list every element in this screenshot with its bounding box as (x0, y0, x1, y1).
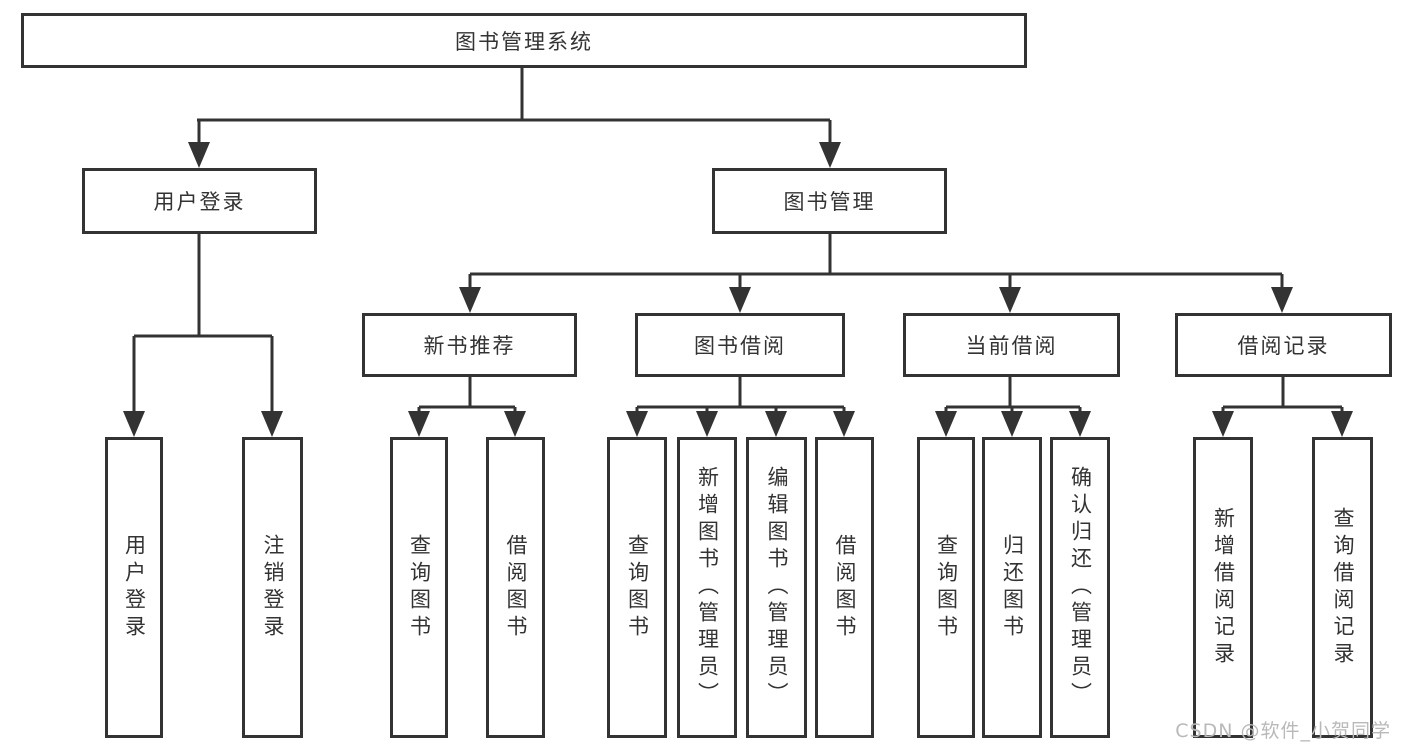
node-cb-confirm-return: 确认归还（管理员） (1050, 437, 1110, 738)
connector-user-login (132, 234, 274, 432)
arrowhead-icon (729, 287, 751, 313)
node-nb-borrow-book-label: 借阅图书 (504, 533, 528, 642)
node-bb-query-book: 查询图书 (607, 437, 667, 738)
arrowhead-icon (188, 142, 210, 168)
node-nb-borrow-book: 借阅图书 (486, 437, 545, 738)
node-book-borrow-label: 图书借阅 (694, 334, 786, 358)
watermark: CSDN @软件_小贺同学 (1175, 720, 1391, 742)
arrowhead-icon (819, 142, 841, 168)
connector-new-book-rec (417, 377, 517, 432)
node-root-label: 图书管理系统 (455, 29, 593, 54)
node-borrow-record-label: 借阅记录 (1237, 334, 1330, 358)
node-cb-query-book: 查询图书 (917, 437, 975, 738)
connector-book-borrow (635, 377, 846, 432)
arrowhead-icon (1271, 287, 1293, 313)
node-cb-confirm-return-label: 确认归还（管理员） (1068, 466, 1093, 709)
node-user-login-label: 用户登录 (153, 190, 246, 214)
node-br-query-record: 查询借阅记录 (1312, 437, 1373, 738)
arrowhead-icon (999, 287, 1021, 313)
arrowhead-icon (261, 411, 283, 437)
node-cb-return-book: 归还图书 (982, 437, 1042, 738)
node-new-book-rec-label: 新书推荐 (423, 334, 516, 358)
node-nb-query-book-label: 查询图书 (407, 533, 432, 642)
node-book-borrow: 图书借阅 (635, 313, 845, 377)
arrowhead-icon (833, 411, 855, 437)
node-bb-query-book-label: 查询图书 (625, 533, 650, 642)
arrowhead-icon (1212, 411, 1234, 437)
arrowhead-icon (696, 411, 718, 437)
arrowhead-icon (123, 411, 145, 437)
node-br-query-record-label: 查询借阅记录 (1331, 506, 1355, 669)
node-root: 图书管理系统 (21, 13, 1027, 68)
node-bb-borrow-book: 借阅图书 (815, 437, 874, 738)
node-login-label: 用户登录 (122, 533, 147, 642)
node-logout-label: 注销登录 (261, 533, 285, 642)
node-current-borrow: 当前借阅 (903, 313, 1120, 377)
node-bb-add-book: 新增图书（管理员） (677, 437, 737, 738)
node-book-mgmt: 图书管理 (712, 168, 947, 234)
arrowhead-icon (408, 411, 430, 437)
arrowhead-icon (1331, 411, 1353, 437)
node-bb-edit-book: 编辑图书（管理员） (746, 437, 807, 738)
node-book-mgmt-label: 图书管理 (783, 190, 876, 214)
node-bb-borrow-book-label: 借阅图书 (833, 533, 857, 642)
connector-borrow-record (1221, 377, 1344, 432)
arrowhead-icon (1069, 411, 1091, 437)
arrowhead-icon (459, 287, 481, 313)
arrowhead-icon (765, 411, 787, 437)
node-user-login: 用户登录 (82, 168, 317, 234)
node-br-add-record-label: 新增借阅记录 (1211, 506, 1236, 669)
arrowhead-icon (935, 411, 957, 437)
arrowhead-icon (504, 411, 526, 437)
arrowhead-icon (626, 411, 648, 437)
connector-root (197, 68, 832, 164)
arrowhead-icon (1001, 411, 1023, 437)
node-nb-query-book: 查询图书 (390, 437, 448, 738)
connector-book-mgmt (468, 234, 1284, 309)
node-bb-add-book-label: 新增图书（管理员） (695, 466, 720, 709)
node-current-borrow-label: 当前借阅 (965, 334, 1058, 358)
node-br-add-record: 新增借阅记录 (1193, 437, 1253, 738)
node-login: 用户登录 (105, 437, 163, 738)
node-logout: 注销登录 (242, 437, 303, 738)
node-bb-edit-book-label: 编辑图书（管理员） (765, 466, 789, 709)
node-new-book-rec: 新书推荐 (362, 313, 577, 377)
node-cb-return-book-label: 归还图书 (1000, 533, 1025, 642)
node-borrow-record: 借阅记录 (1175, 313, 1392, 377)
node-cb-query-book-label: 查询图书 (934, 533, 959, 642)
